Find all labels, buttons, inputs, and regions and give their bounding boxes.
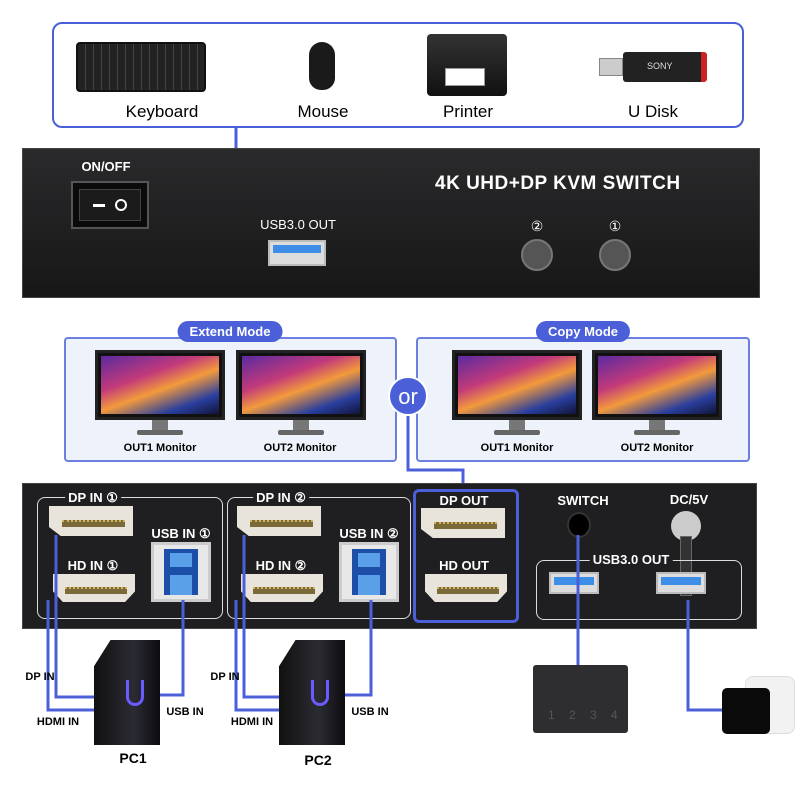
- printer-label: Printer: [442, 102, 494, 121]
- printer-icon: [427, 34, 507, 96]
- button-2-label: ②: [530, 218, 544, 234]
- product-title: 4K UHD+DP KVM SWITCH: [435, 173, 681, 194]
- kvm-front-panel: ON/OFF 4K UHD+DP KVM SWITCH USB3.0 OUT ②…: [22, 148, 760, 298]
- usb-in-2-port: [339, 542, 399, 602]
- rear-usb-out-label: USB3.0 OUT: [589, 552, 673, 567]
- output-group: [413, 489, 519, 623]
- input-group-1: [37, 497, 223, 619]
- pc2-hdmi-in-label: HDMI IN: [230, 716, 274, 728]
- input-group-2: [227, 497, 411, 619]
- hdmi-out-port: [425, 574, 507, 602]
- monitor-icon: [236, 350, 366, 436]
- usb-drive-icon: SONY: [599, 52, 707, 82]
- rear-usb-port-1: [549, 572, 599, 594]
- select-pc1-button[interactable]: [599, 239, 631, 271]
- hd-in-1-label: HD IN ①: [64, 558, 122, 574]
- power-label: ON/OFF: [81, 159, 131, 174]
- dc-5v-label: DC/5V: [669, 492, 709, 507]
- pc2-label: PC2: [304, 752, 332, 768]
- copy-out1-label: OUT1 Monitor: [480, 442, 554, 454]
- pc1-hdmi-in-label: HDMI IN: [36, 716, 80, 728]
- wired-switch-pad[interactable]: 1 2 3 4: [533, 665, 628, 733]
- select-pc2-button[interactable]: [521, 239, 553, 271]
- keyboard-label: Keyboard: [125, 102, 199, 121]
- monitor-icon: [592, 350, 722, 436]
- peripherals-box: SONY Keyboard Mouse Printer U Disk: [52, 22, 744, 128]
- dp-in-2-port: [237, 506, 321, 536]
- dp-in-2-label: DP IN ②: [253, 490, 309, 506]
- power-switch[interactable]: [71, 181, 149, 229]
- mouse-icon: [309, 42, 335, 90]
- extend-out1-label: OUT1 Monitor: [123, 442, 197, 454]
- switch-label: SWITCH: [557, 493, 609, 508]
- pc2-dp-in-label: DP IN: [210, 671, 240, 683]
- usb-in-1-port: [151, 542, 211, 602]
- pc1-tower-icon: [94, 640, 160, 745]
- switch-jack: [567, 512, 591, 538]
- monitor-icon: [95, 350, 225, 436]
- kvm-rear-panel: DP IN ① HD IN ① USB IN ① DP IN ② HD IN ②…: [22, 483, 757, 629]
- hdmi-in-2-port: [241, 574, 323, 602]
- usb-in-2-label: USB IN ②: [336, 526, 402, 542]
- dp-out-port: [421, 508, 505, 538]
- hdmi-in-1-port: [53, 574, 135, 602]
- front-usb-port: [268, 240, 326, 266]
- usb-out-label: USB3.0 OUT: [260, 217, 336, 232]
- copy-out2-label: OUT2 Monitor: [620, 442, 694, 454]
- udisk-label: U Disk: [627, 102, 679, 121]
- dp-in-1-label: DP IN ①: [65, 490, 121, 506]
- button-1-label: ①: [608, 218, 622, 234]
- usb-in-1-label: USB IN ①: [148, 526, 214, 542]
- keyboard-icon: [76, 42, 206, 92]
- dp-in-1-port: [49, 506, 133, 536]
- copy-mode-label: Copy Mode: [535, 321, 631, 342]
- pc1-dp-in-label: DP IN: [25, 671, 55, 683]
- mouse-label: Mouse: [297, 102, 349, 121]
- pc1-usb-in-label: USB IN: [166, 706, 204, 718]
- power-adapter-plug-icon: [722, 688, 770, 734]
- hd-out-label: HD OUT: [436, 558, 492, 573]
- pc2-usb-in-label: USB IN: [351, 706, 389, 718]
- monitor-icon: [452, 350, 582, 436]
- extend-out2-label: OUT2 Monitor: [263, 442, 337, 454]
- pc2-tower-icon: [279, 640, 345, 745]
- pc1-label: PC1: [119, 750, 147, 766]
- hd-in-2-label: HD IN ②: [252, 558, 310, 574]
- or-badge: or: [388, 376, 428, 416]
- rear-usb-port-2: [656, 572, 706, 594]
- dp-out-label: DP OUT: [436, 493, 492, 508]
- extend-mode-label: Extend Mode: [177, 321, 283, 342]
